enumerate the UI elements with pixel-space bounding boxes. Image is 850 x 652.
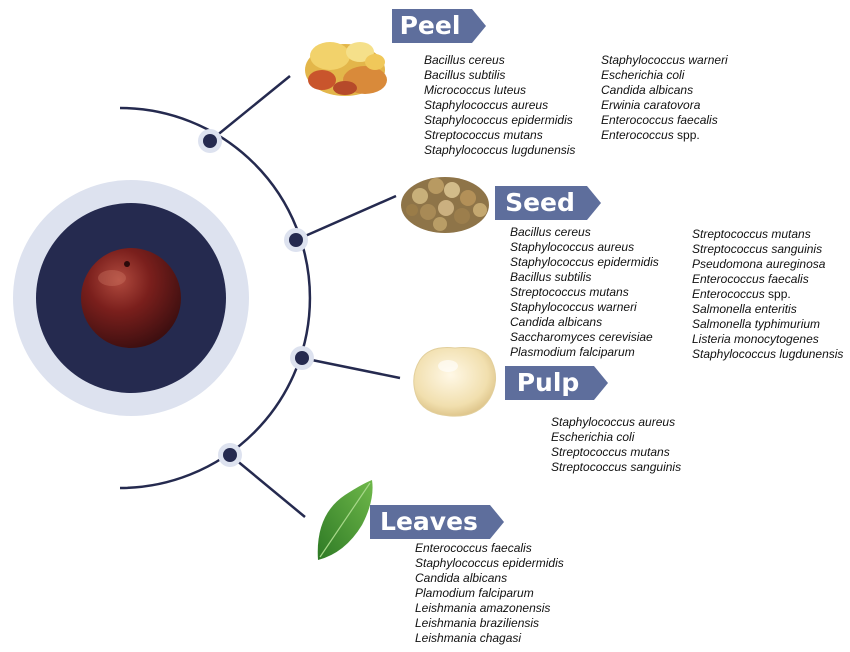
species-list-seed-col2: Streptococcus mutans Streptococcus sangu… [692,227,843,362]
species-item: Staphylococcus lugdunensis [424,143,576,157]
species-item: Escherichia coli [601,68,685,82]
species-item: Bacillus subtilis [424,68,506,82]
species-item: Leishmania amazonensis [415,601,551,615]
fruit-image [81,248,181,348]
connector-pulp [301,356,401,380]
species-list-peel-col1: Bacillus cereus Bacillus subtilis Microc… [424,53,575,158]
species-item: Bacillus cereus [424,53,505,67]
species-item: Staphylococcus epidermidis [510,255,659,269]
connectors [209,75,401,518]
species-item: Candida albicans [415,571,508,585]
species-item: Streptococcus mutans [551,445,670,459]
label-peel: Peel [392,9,486,43]
pulp-image [413,347,496,417]
species-item: Leishmania braziliensis [415,616,540,630]
species-item: Escherichia coli [551,430,635,444]
connector-seed [295,194,397,242]
label-pulp: Pulp [505,366,608,400]
species-item: Micrococcus luteus [424,83,527,97]
species-item: Enterococcus faecalis [601,113,718,127]
species-item: Listeria monocytogenes [692,332,819,346]
species-item: Streptococcus mutans [510,285,629,299]
center-fruit-group [13,180,249,416]
spp-suffix: spp. [768,287,791,301]
species-item: Erwinia caratovora [601,98,701,112]
species-list-peel-col2: Staphylococcus warneri Escherichia coli … [601,53,728,143]
species-item: Salmonella enteritis [692,302,797,316]
species-item: Staphylococcus warneri [510,300,637,314]
species-item: Bacillus cereus [510,225,591,239]
label-peel-text: Peel [399,11,461,40]
leaf-image [317,480,373,560]
fruit-highlight [98,270,126,286]
species-item: Staphylococcus epidermidis [424,113,573,127]
species-item: Plasmodium falciparum [510,345,635,359]
label-leaves: Leaves [370,505,504,539]
species-item: Enterococcus spp. [692,287,791,301]
species-list-leaves: Enterococcus faecalis Staphylococcus epi… [415,541,564,646]
species-item: Enterococcus faecalis [692,272,809,286]
species-item: Leishmania chagasi [415,631,522,645]
species-item: Enterococcus faecalis [415,541,532,555]
species-item: Staphylococcus lugdunensis [692,347,844,361]
species-item: Streptococcus sanguinis [692,242,823,256]
connector-leaves [229,454,306,518]
species-item: Staphylococcus aureus [551,415,676,429]
spp-suffix: spp. [677,128,700,142]
label-seed: Seed [495,186,601,220]
peel-image [305,42,387,96]
node-leaves [223,448,237,462]
species-item: Plamodium falciparum [415,586,534,600]
node-peel [203,134,217,148]
species-item: Staphylococcus aureus [510,240,635,254]
connector-peel [209,75,291,142]
species-item: Staphylococcus epidermidis [415,556,564,570]
species-item: Bacillus subtilis [510,270,592,284]
species-list-pulp: Staphylococcus aureus Escherichia coli S… [551,415,681,475]
species-item: Staphylococcus aureus [424,98,549,112]
fruit-stem [124,261,130,267]
label-pulp-text: Pulp [516,368,580,397]
nodes [198,129,314,467]
species-item: Candida albicans [601,83,694,97]
node-pulp [295,351,309,365]
species-item: Streptococcus sanguinis [551,460,682,474]
species-list-seed-col1: Bacillus cereus Staphylococcus aureus St… [510,225,659,360]
node-seed [289,233,303,247]
label-seed-text: Seed [505,188,575,217]
species-item: Enterococcus spp. [601,128,700,142]
species-item: Streptococcus mutans [424,128,543,142]
species-item: Streptococcus mutans [692,227,811,241]
species-item: Staphylococcus warneri [601,53,728,67]
species-item: Saccharomyces cerevisiae [510,330,653,344]
species-item: Pseudomona aureginosa [692,257,826,271]
seed-image [401,177,489,233]
species-item: Candida albicans [510,315,603,329]
species-item: Salmonella typhimurium [692,317,821,331]
label-leaves-text: Leaves [380,507,478,536]
